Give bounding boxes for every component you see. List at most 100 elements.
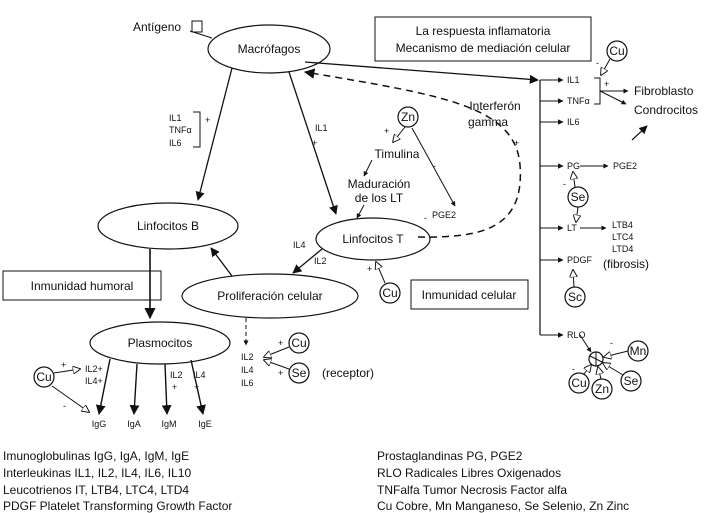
sc-label: Sc [568, 290, 582, 304]
legend-right-1: RLO Radicales Libres Oxigenados [377, 466, 561, 480]
zn-circle-rlo [591, 378, 613, 400]
minus-sign: - [572, 364, 575, 374]
mac-il6-label: IL6 [169, 138, 182, 148]
minus-sign: - [563, 179, 566, 189]
se-label-rec: Se [292, 366, 307, 380]
plus-sign: + [172, 382, 177, 392]
ltd4-label: LTD4 [612, 244, 633, 254]
interferon-label-2: gamma [468, 115, 508, 129]
mac-il1b-label: IL1 [315, 123, 328, 133]
interferon-label-1: Interferón [469, 99, 520, 113]
legend-left-1: Interleukinas IL1, IL2, IL4, IL6, IL10 [3, 466, 191, 480]
se-label-pg: Se [571, 190, 586, 204]
sc-circle [564, 286, 586, 308]
pl-il4b-label: IL4 [193, 370, 206, 380]
plus-sign: + [514, 138, 519, 148]
antigen-square-icon [191, 20, 203, 33]
r-il1-label: IL1 [567, 75, 580, 85]
ig-label-3: IgE [198, 419, 212, 429]
cu-label-top: Cu [609, 44, 624, 58]
legend-left-0: Imunoglobulinas IgG, IgA, IgM, IgE [3, 449, 189, 463]
plus-sign: + [278, 338, 283, 348]
r-pg-label: PG [567, 161, 580, 171]
se-label-rlo: Se [624, 374, 639, 388]
maduracion-label-2: de los LT [355, 191, 404, 205]
node-linfocitos-t [315, 217, 431, 261]
cu-circle-lt [379, 282, 401, 304]
box-inmunidad-celular [410, 279, 529, 310]
minus-sign: - [610, 338, 613, 348]
title-box [374, 16, 592, 62]
cu-circle-plasmo [33, 366, 55, 388]
condrocitos-label: Condrocitos [634, 103, 698, 117]
inmunidad-celular-label: Inmunidad celular [422, 288, 517, 302]
inmunidad-humoral-label: Inmunidad humoral [31, 279, 134, 293]
pl-il4-label: IL4+ [85, 376, 103, 386]
r-lt-label: LT [567, 223, 577, 233]
rec-il6-label: IL6 [241, 378, 254, 388]
node-linfocitos-b-label: Linfocitos B [137, 219, 199, 233]
se-circle-rlo [620, 370, 642, 392]
zn-label-top: Zn [401, 110, 415, 124]
lt-il4-label: IL4 [293, 240, 306, 250]
fibroblasto-label: Fibroblasto [634, 84, 694, 98]
mac-tnfa-label: TNFα [169, 125, 192, 135]
node-proliferacion-label: Proliferación celular [217, 289, 322, 303]
cu-label-lt: Cu [382, 286, 397, 300]
legend-left-2: Leucotrienos IT, LTB4, LTC4, LTD4 [3, 483, 189, 497]
pl-il2b-label: IL2 [170, 370, 183, 380]
plus-sign: + [61, 360, 66, 370]
fibrosis-label: (fibrosis) [603, 257, 649, 271]
title-line-1: La respuesta inflamatoria [416, 24, 551, 38]
cu-label-rec: Cu [291, 336, 306, 350]
plus-sign: + [205, 115, 210, 125]
antigen-label: Antígeno [133, 20, 181, 34]
cu-label-rlo: Cu [571, 376, 586, 390]
node-plasmocitos-label: Plasmocitos [128, 336, 193, 350]
minus-sign: - [63, 401, 66, 411]
pge2-right-label: PGE2 [613, 161, 637, 171]
node-linfocitos-t-label: Linfocitos T [342, 232, 404, 246]
r-rlo-label: RLO [567, 330, 586, 340]
timulina-label: Timulina [375, 147, 420, 161]
node-macrofagos [207, 24, 331, 74]
legend-right-2: TNFalfa Tumor Necrosis Factor alfa [377, 483, 567, 497]
plus-sign: + [384, 126, 389, 136]
lt-il2-label: IL2 [314, 256, 327, 266]
rec-il2-label: IL2 [241, 352, 254, 362]
ltb4-label: LTB4 [612, 220, 633, 230]
cu-circle-top [606, 40, 628, 62]
plus-sign: + [367, 264, 372, 274]
node-plasmocitos [89, 321, 231, 365]
minus-sign: - [596, 58, 599, 68]
minus-sign: - [424, 213, 427, 223]
zn-label-rlo: Zn [595, 382, 609, 396]
lt-pge2-label: PGE2 [432, 210, 456, 220]
rec-il4-label: IL4 [241, 365, 254, 375]
cu-label-plasmo: Cu [36, 370, 51, 384]
ig-label-2: IgM [161, 419, 176, 429]
receptor-label: (receptor) [322, 366, 374, 380]
cu-circle-rec [288, 332, 310, 354]
plus-sign: + [312, 138, 317, 148]
legend-left-3: PDGF Platelet Transforming Growth Factor [3, 499, 232, 513]
box-inmunidad-humoral [2, 270, 162, 301]
mac-il1-label: IL1 [169, 113, 182, 123]
ig-label-1: IgA [127, 419, 141, 429]
node-linfocitos-b [97, 202, 239, 250]
maduracion-label-1: Maduración [348, 177, 411, 191]
r-il6-label: IL6 [567, 117, 580, 127]
plus-sign: + [278, 368, 283, 378]
minus-sign: - [433, 161, 436, 171]
pl-il2-label: IL2+ [85, 364, 103, 374]
plus-sign: + [604, 79, 609, 89]
title-line-2: Mecanismo de mediación celular [396, 41, 571, 55]
ig-label-0: IgG [92, 419, 107, 429]
cu-circle-rlo [568, 372, 590, 394]
r-tnfa-label: TNFα [567, 96, 590, 106]
legend-right-0: Prostaglandinas PG, PGE2 [377, 449, 523, 463]
r-pdgf-label: PDGF [567, 255, 593, 265]
node-proliferacion [181, 273, 359, 319]
